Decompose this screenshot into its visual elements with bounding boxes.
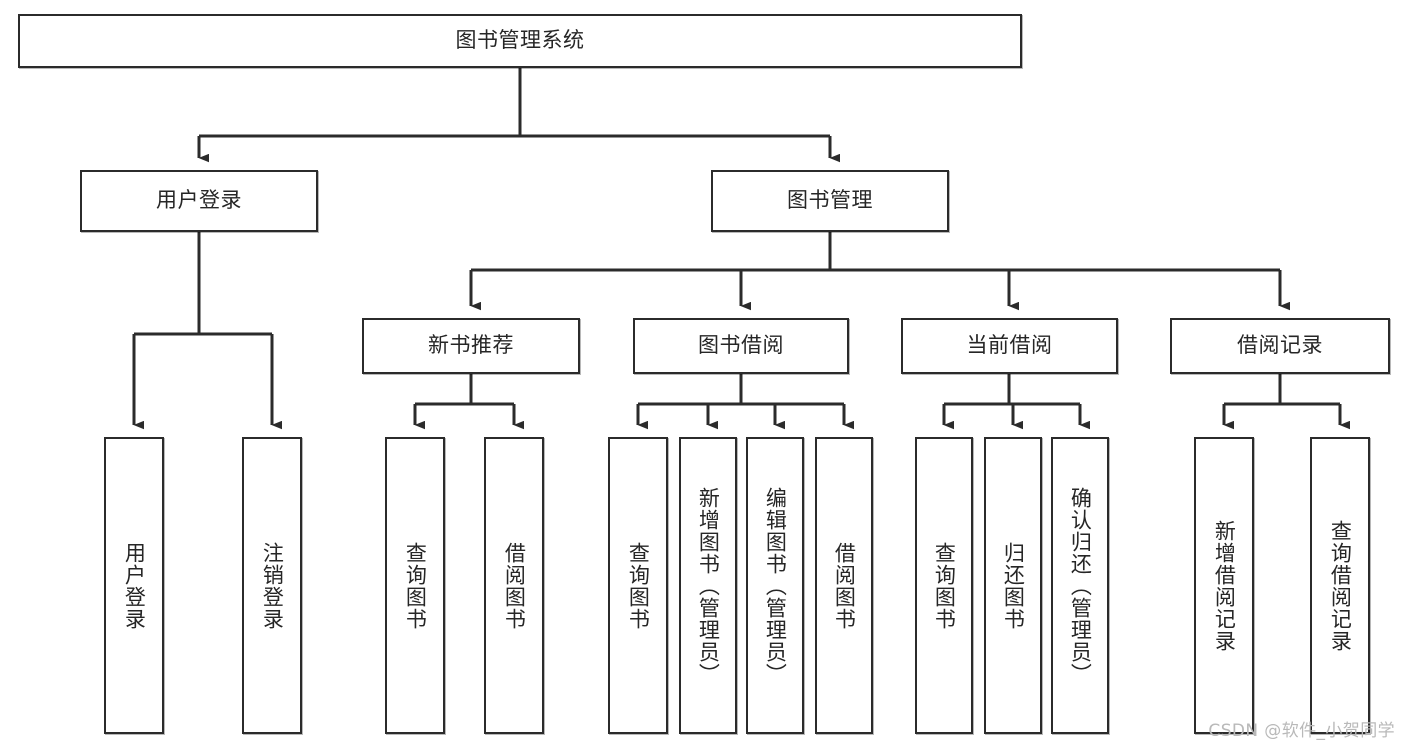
node-leaf-query-book-1-label: 查询图书 (403, 541, 428, 630)
node-book-borrow[interactable]: 图书借阅 (633, 318, 849, 374)
csdn-watermark: CSDN @软件_小贺同学 (1208, 721, 1395, 741)
node-leaf-edit-book-label: 编辑图书（管理员） (763, 486, 788, 685)
node-root[interactable]: 图书管理系统 (18, 14, 1022, 68)
node-new-book-recommend[interactable]: 新书推荐 (362, 318, 580, 374)
node-book-manage-label: 图书管理 (787, 188, 873, 213)
node-borrow-record[interactable]: 借阅记录 (1170, 318, 1390, 374)
node-leaf-logout-label: 注销登录 (260, 541, 285, 630)
node-leaf-add-record-label: 新增借阅记录 (1212, 519, 1237, 652)
node-leaf-add-record[interactable]: 新增借阅记录 (1194, 437, 1254, 734)
node-borrow-record-label: 借阅记录 (1237, 333, 1323, 358)
node-leaf-query-record[interactable]: 查询借阅记录 (1310, 437, 1370, 734)
node-leaf-add-book[interactable]: 新增图书（管理员） (679, 437, 737, 734)
node-leaf-query-book-2-label: 查询图书 (626, 541, 651, 630)
node-leaf-return-book[interactable]: 归还图书 (984, 437, 1042, 734)
node-leaf-borrow-book-1-label: 借阅图书 (502, 541, 527, 630)
node-leaf-query-book-2[interactable]: 查询图书 (608, 437, 668, 734)
node-leaf-return-book-label: 归还图书 (1001, 541, 1026, 630)
node-leaf-edit-book[interactable]: 编辑图书（管理员） (746, 437, 804, 734)
node-leaf-borrow-book-1[interactable]: 借阅图书 (484, 437, 544, 734)
node-leaf-add-book-label: 新增图书（管理员） (696, 486, 721, 685)
node-leaf-confirm-return[interactable]: 确认归还（管理员） (1051, 437, 1109, 734)
node-leaf-logout[interactable]: 注销登录 (242, 437, 302, 734)
node-current-borrow-label: 当前借阅 (966, 333, 1053, 358)
node-leaf-user-login[interactable]: 用户登录 (104, 437, 164, 734)
node-user-login[interactable]: 用户登录 (80, 170, 318, 232)
node-current-borrow[interactable]: 当前借阅 (901, 318, 1118, 374)
node-leaf-borrow-book-2[interactable]: 借阅图书 (815, 437, 873, 734)
node-book-manage[interactable]: 图书管理 (711, 170, 949, 232)
node-new-book-recommend-label: 新书推荐 (428, 333, 514, 358)
node-root-label: 图书管理系统 (455, 28, 585, 53)
node-leaf-query-book-3[interactable]: 查询图书 (915, 437, 973, 734)
node-leaf-user-login-label: 用户登录 (122, 541, 147, 630)
node-leaf-confirm-return-label: 确认归还（管理员） (1068, 486, 1093, 685)
node-leaf-borrow-book-2-label: 借阅图书 (832, 541, 857, 630)
node-book-borrow-label: 图书借阅 (698, 333, 784, 358)
node-leaf-query-book-1[interactable]: 查询图书 (385, 437, 445, 734)
node-leaf-query-record-label: 查询借阅记录 (1328, 519, 1353, 652)
node-leaf-query-book-3-label: 查询图书 (932, 541, 957, 630)
node-user-login-label: 用户登录 (156, 188, 242, 213)
